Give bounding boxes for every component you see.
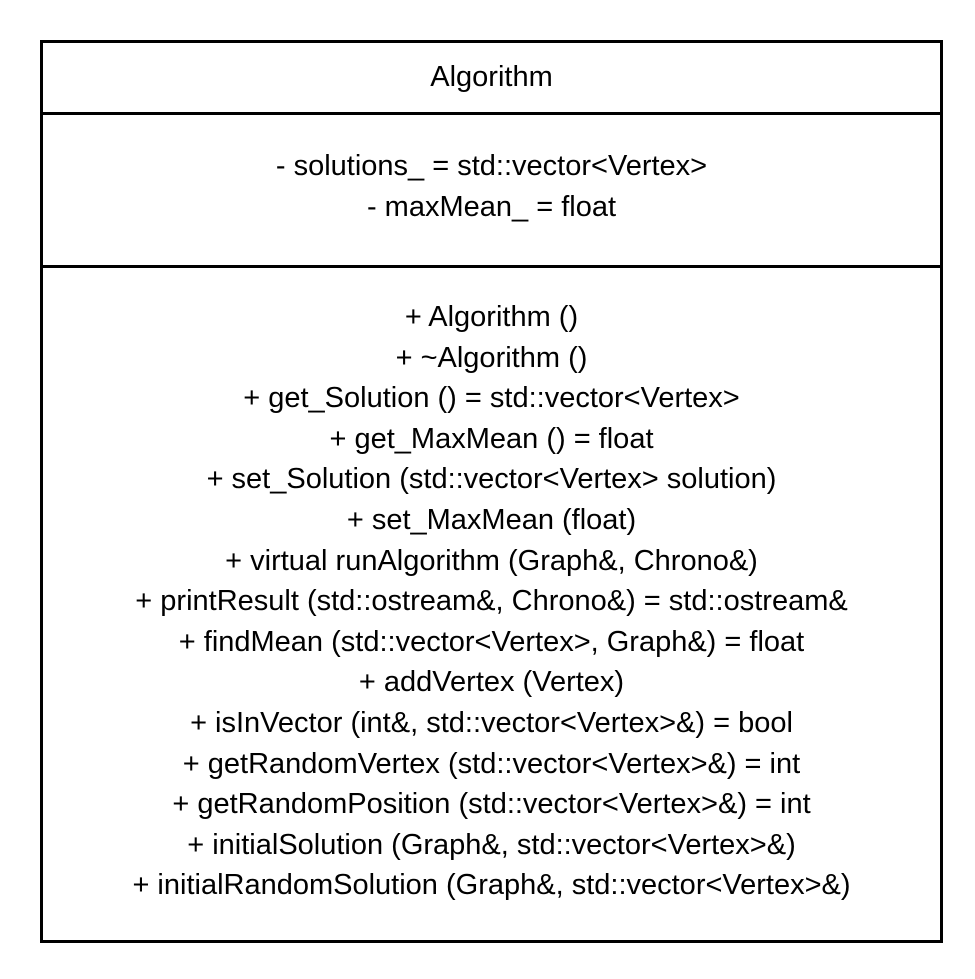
method-item: + set_MaxMean (float) [346, 503, 637, 536]
attribute-item: - maxMean_ = float [366, 190, 617, 223]
method-item: + getRandomPosition (std::vector<Vertex>… [172, 788, 811, 821]
method-item: + set_Solution (std::vector<Vertex> solu… [206, 463, 777, 496]
method-item: + initialSolution (Graph&, std::vector<V… [187, 828, 796, 861]
class-name: Algorithm [430, 61, 553, 94]
class-name-compartment: Algorithm [43, 43, 940, 115]
method-item: + virtual runAlgorithm (Graph&, Chrono&) [225, 544, 758, 577]
method-item: + get_MaxMean () = float [329, 422, 654, 455]
method-item: + addVertex (Vertex) [358, 666, 625, 699]
uml-class-box: Algorithm - solutions_ = std::vector<Ver… [40, 40, 943, 943]
attribute-item: - solutions_ = std::vector<Vertex> [275, 150, 708, 182]
method-item: + getRandomVertex (std::vector<Vertex>&)… [182, 747, 801, 780]
method-item: + findMean (std::vector<Vertex>, Graph&)… [178, 625, 805, 658]
method-item: + Algorithm () [404, 301, 579, 333]
method-item: + isInVector (int&, std::vector<Vertex>&… [190, 706, 793, 739]
method-item: + ~Algorithm () [395, 341, 588, 374]
attributes-compartment: - solutions_ = std::vector<Vertex> - max… [43, 115, 940, 268]
method-item: + initialRandomSolution (Graph&, std::ve… [132, 869, 851, 902]
method-item: + get_Solution () = std::vector<Vertex> [243, 382, 740, 415]
methods-compartment: + Algorithm () + ~Algorithm () + get_Sol… [43, 268, 940, 940]
method-item: + printResult (std::ostream&, Chrono&) =… [135, 585, 848, 618]
